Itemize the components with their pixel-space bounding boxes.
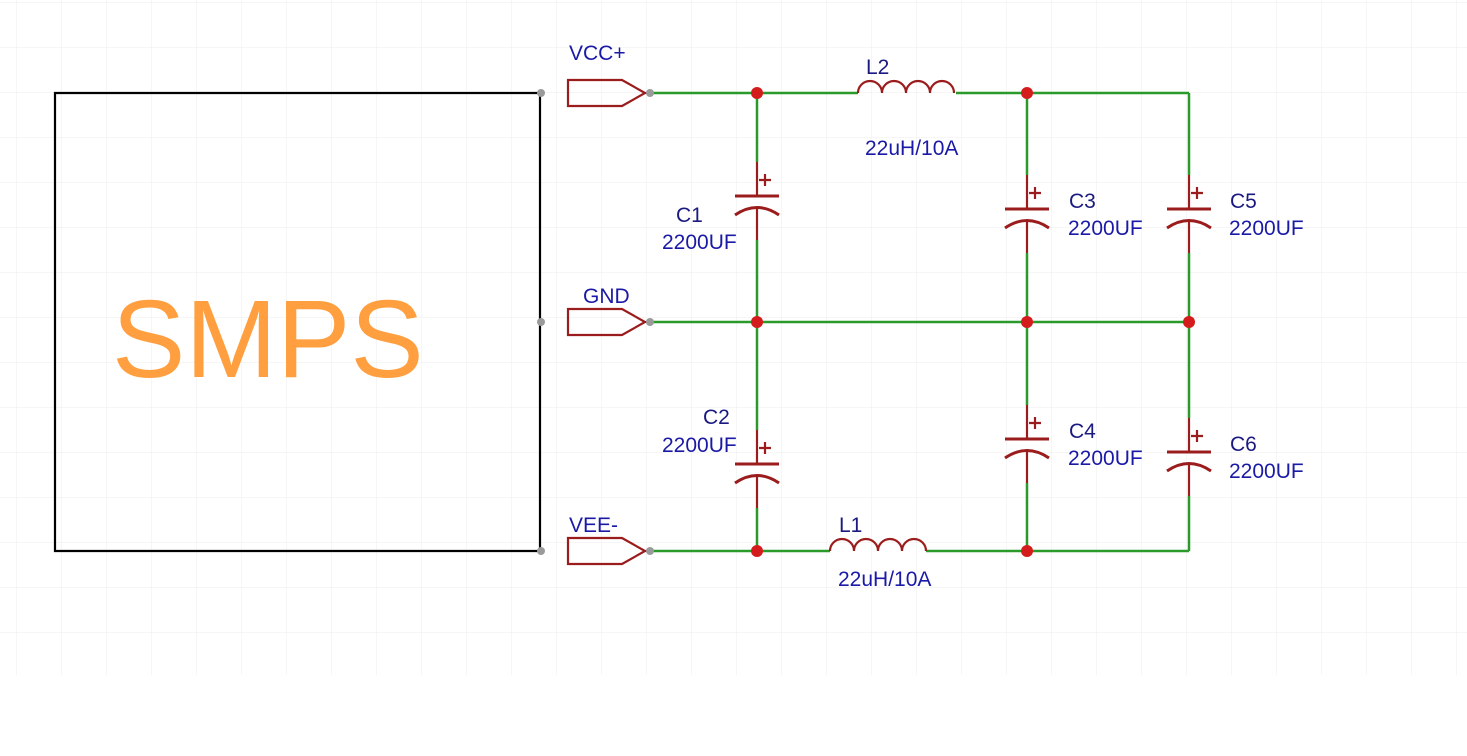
port-vee-pin-left	[537, 547, 545, 555]
port-gnd-label: GND	[583, 285, 630, 308]
capacitor-c1-plate-neg	[734, 206, 780, 217]
junctions	[751, 87, 1195, 557]
capacitor-c6-ref: C6	[1230, 433, 1257, 456]
capacitor-c6[interactable]	[1166, 418, 1212, 496]
port-vcc-label: VCC+	[569, 42, 626, 65]
capacitor-c2-plate-neg	[734, 474, 780, 485]
port-vcc-pin-left	[537, 89, 545, 97]
inductor-l2-coil	[856, 79, 956, 94]
capacitor-c2[interactable]	[734, 430, 780, 508]
capacitor-c2-plus-sign	[759, 442, 771, 454]
junction-dot	[751, 545, 763, 557]
port-vee-symbol	[566, 536, 648, 566]
junction-dot	[1021, 87, 1033, 99]
capacitor-c2-value: 2200UF	[662, 434, 737, 457]
capacitor-c5-ref: C5	[1230, 190, 1257, 213]
capacitor-c5-value: 2200UF	[1229, 217, 1304, 240]
inductor-l2-ref: L2	[866, 56, 889, 79]
capacitor-c4-plus-sign	[1029, 417, 1041, 429]
inductor-l1[interactable]: L1 22uH/10A	[828, 514, 931, 591]
capacitor-c4-plate-neg	[1004, 449, 1050, 460]
capacitor-c1-plus-sign	[759, 174, 771, 186]
grid-background	[0, 0, 1467, 675]
junction-dot	[1183, 316, 1195, 328]
smps-block-border	[53, 91, 540, 553]
inductor-l2-value: 22uH/10A	[865, 137, 958, 160]
capacitor-c5[interactable]	[1166, 175, 1212, 253]
capacitor-c3-value: 2200UF	[1068, 217, 1143, 240]
port-gnd[interactable]: GND	[537, 285, 654, 337]
capacitor-c4-value: 2200UF	[1068, 447, 1143, 470]
capacitor-c5-plate-neg	[1166, 219, 1212, 230]
junction-dot	[1021, 316, 1033, 328]
smps-block-label: SMPS	[112, 278, 424, 401]
wires	[650, 91, 1191, 553]
port-vee-label: VEE-	[569, 514, 618, 537]
capacitor-c1-ref: C1	[676, 204, 703, 227]
junction-dot	[751, 316, 763, 328]
junction-dot	[751, 87, 763, 99]
inductor-l2[interactable]: L2 22uH/10A	[856, 56, 958, 160]
capacitor-c3[interactable]	[1004, 175, 1050, 253]
port-gnd-pin-right	[646, 318, 654, 326]
port-vcc[interactable]: VCC+	[537, 42, 654, 108]
inductor-l1-ref: L1	[839, 514, 862, 537]
capacitor-c3-plate-neg	[1004, 219, 1050, 230]
port-vcc-pin-right	[646, 89, 654, 97]
port-vee[interactable]: VEE-	[537, 514, 654, 566]
capacitor-c1[interactable]	[734, 162, 780, 240]
port-gnd-symbol	[566, 307, 648, 337]
capacitor-c5-plus-sign	[1191, 187, 1203, 199]
capacitor-c2-ref: C2	[703, 406, 730, 429]
capacitor-c3-plus-sign	[1029, 187, 1041, 199]
port-vcc-symbol	[566, 78, 648, 108]
capacitor-c4-ref: C4	[1069, 420, 1096, 443]
capacitor-c6-plus-sign	[1191, 430, 1203, 442]
inductor-l1-value: 22uH/10A	[838, 568, 931, 591]
port-gnd-pin-left	[537, 318, 545, 326]
inductor-l1-coil	[828, 537, 928, 552]
capacitor-c4[interactable]	[1004, 405, 1050, 483]
capacitor-c1-value: 2200UF	[662, 231, 737, 254]
capacitor-c6-plate-neg	[1166, 462, 1212, 473]
port-vee-pin-right	[646, 547, 654, 555]
capacitor-c3-ref: C3	[1069, 190, 1096, 213]
capacitor-c6-value: 2200UF	[1229, 460, 1304, 483]
junction-dot	[1021, 545, 1033, 557]
